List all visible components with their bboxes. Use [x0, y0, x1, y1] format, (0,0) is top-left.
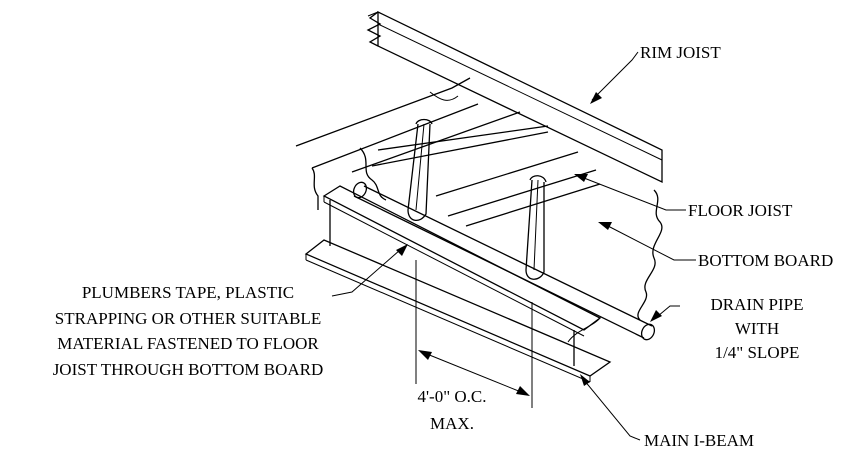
spacing-dimension [415, 260, 533, 408]
leader-floor-joist [574, 174, 686, 211]
label-spacing: 4'-0" O.C. MAX. [417, 387, 486, 433]
rim-joist [366, 10, 663, 184]
leader-drain-pipe [650, 305, 680, 322]
drain-pipe-line-3: 1/4" SLOPE [715, 343, 800, 362]
floor-joists [295, 77, 601, 227]
drain-pipe-line-2: WITH [735, 319, 779, 338]
bottom-board-edge [637, 189, 663, 321]
strap-note-line-2: STRAPPING OR OTHER SUITABLE [55, 309, 321, 328]
label-rim-joist: RIM JOIST [640, 43, 721, 62]
label-bottom-board: BOTTOM BOARD [698, 251, 833, 270]
label-strap-note: PLUMBERS TAPE, PLASTIC STRAPPING OR OTHE… [53, 283, 324, 379]
spacing-line-1: 4'-0" O.C. [417, 387, 486, 406]
strap-note-line-1: PLUMBERS TAPE, PLASTIC [82, 283, 294, 302]
spacing-line-2: MAX. [430, 414, 474, 433]
strap-right [525, 175, 547, 280]
leader-strap-note [331, 244, 408, 297]
drain-pipe [352, 181, 656, 341]
leader-bottom-board [598, 222, 696, 261]
drain-pipe-line-1: DRAIN PIPE [710, 295, 803, 314]
strap-note-line-3: MATERIAL FASTENED TO FLOOR [57, 334, 319, 353]
leader-main-ibeam [580, 374, 641, 441]
label-drain-pipe: DRAIN PIPE WITH 1/4" SLOPE [710, 295, 803, 362]
label-floor-joist: FLOOR JOIST [688, 201, 793, 220]
strap-left [407, 118, 433, 221]
label-main-ibeam: MAIN I-BEAM [644, 431, 754, 450]
strap-note-line-4: JOIST THROUGH BOTTOM BOARD [53, 360, 324, 379]
leader-rim-joist [590, 51, 639, 104]
main-i-beam [304, 185, 612, 383]
